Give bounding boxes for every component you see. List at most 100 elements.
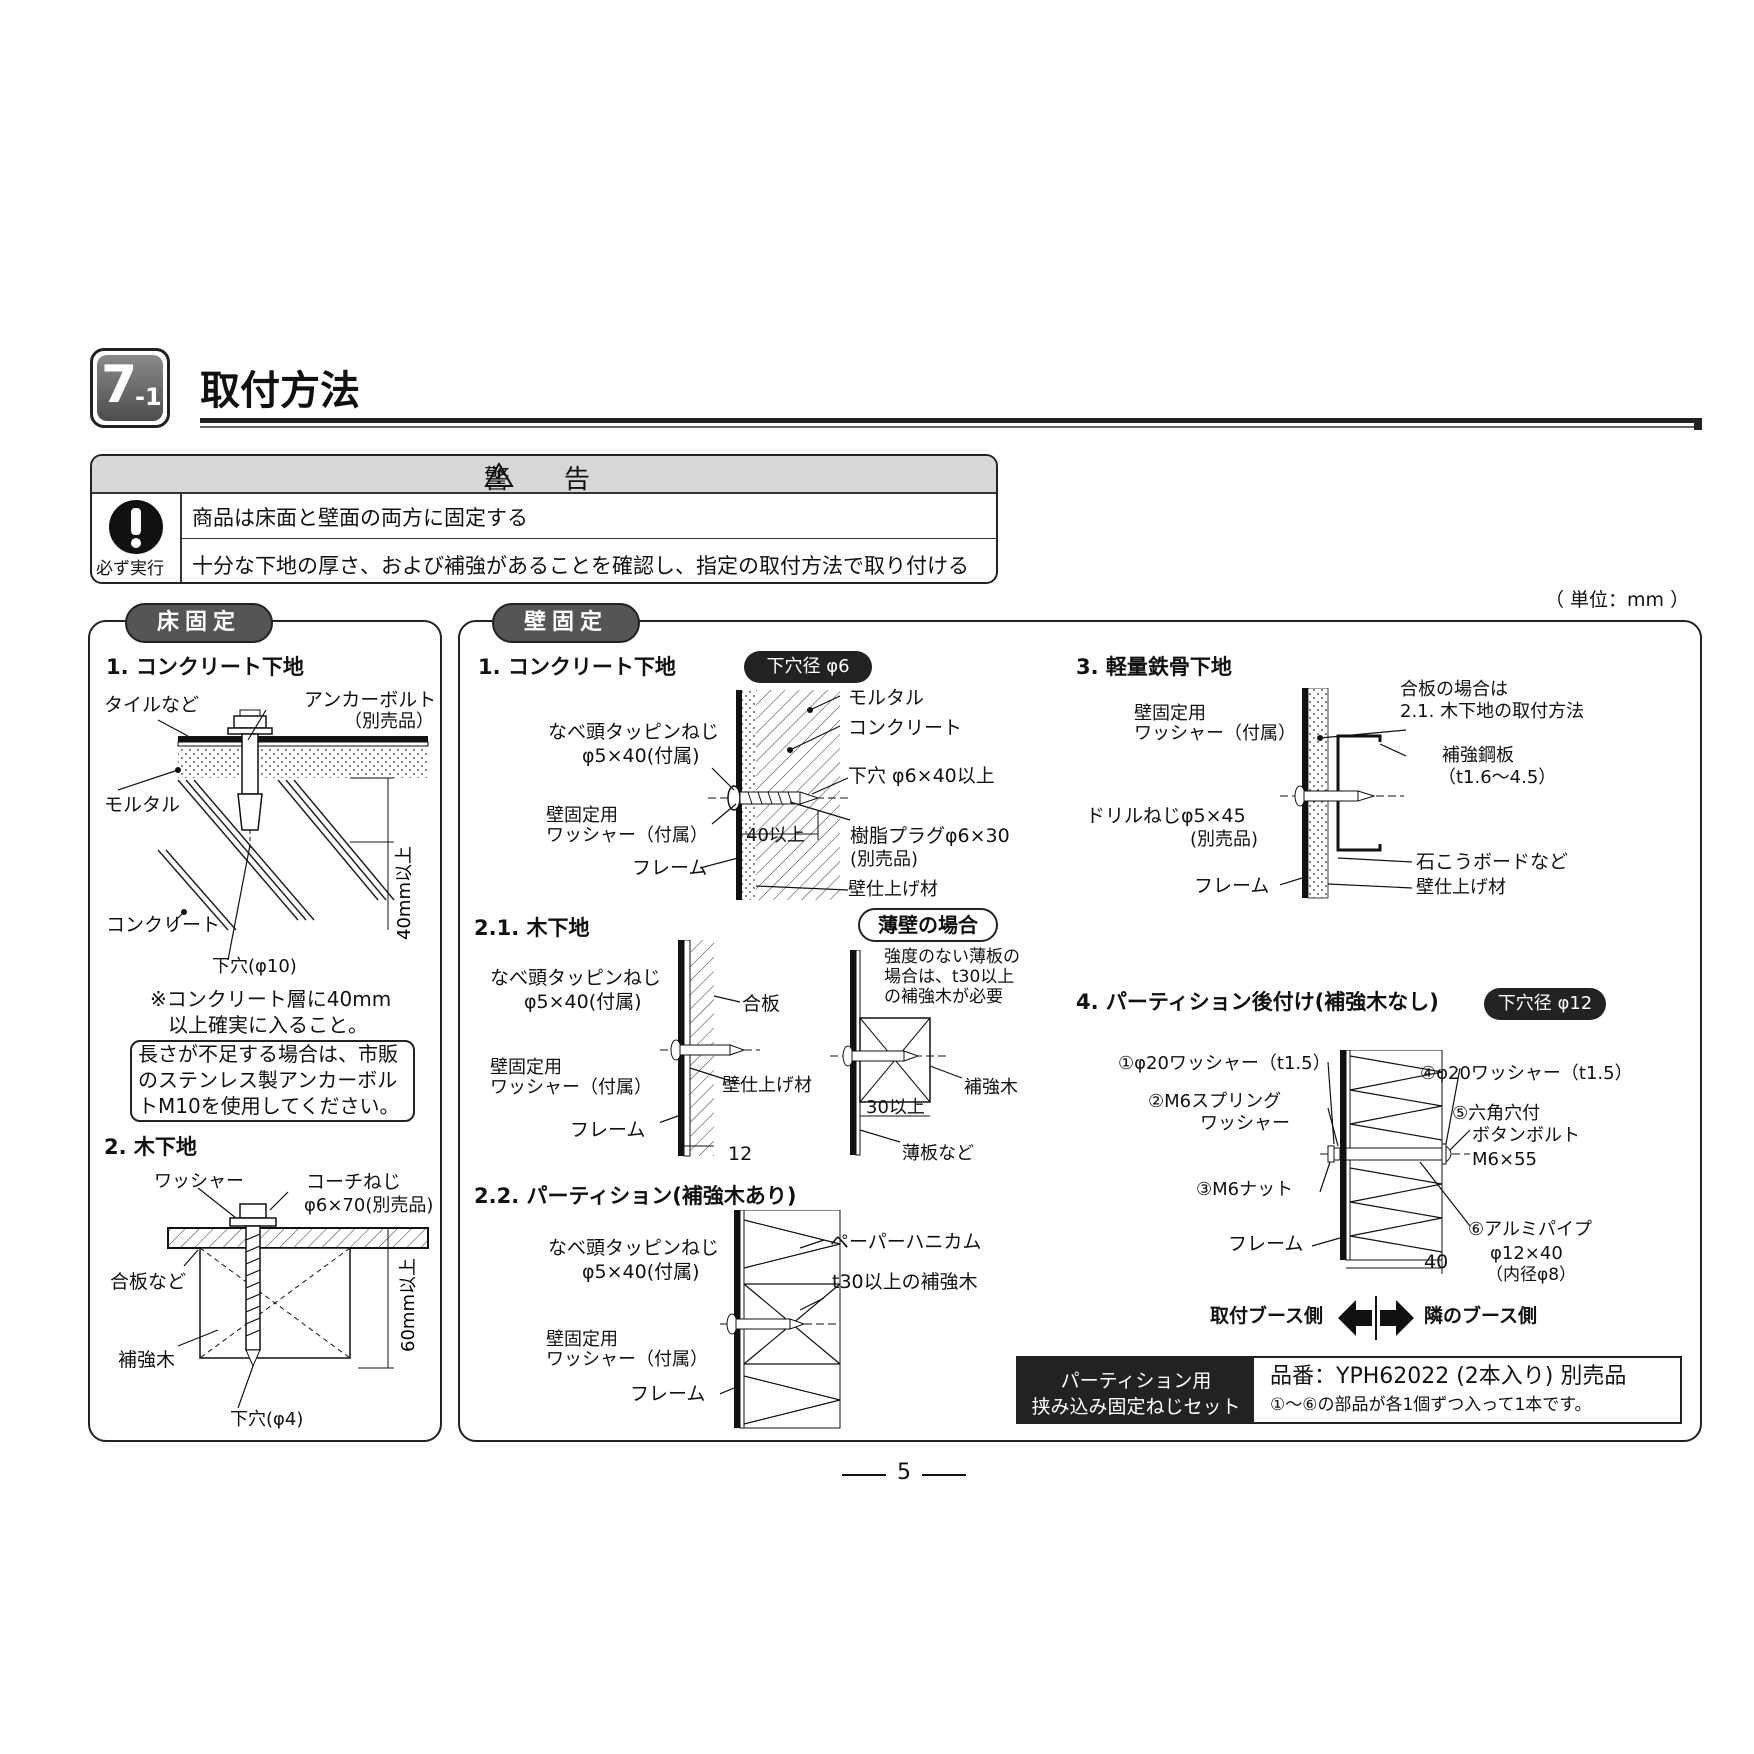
floor-paren-1: 長さが不足する場合は、市販 bbox=[138, 1042, 398, 1066]
warning-title: 警 告 bbox=[483, 465, 604, 495]
drill-screw-label: ドリルねじφ5×45 bbox=[1086, 805, 1246, 827]
floor-concrete-diagram: 40mm以上 bbox=[117, 709, 429, 961]
floor-depth-40: 40mm以上 bbox=[394, 846, 415, 940]
wall-steel-diagram bbox=[1280, 688, 1413, 899]
floor-note-1: ※コンクリート層に40mm bbox=[150, 987, 392, 1011]
thin-dim-30: 30以上 bbox=[866, 1097, 925, 1118]
concrete-label: コンクリート bbox=[106, 914, 221, 936]
anchor-bolt-sold-separately: （別売品） bbox=[344, 711, 434, 732]
reinforce-wood-label: 補強木 bbox=[118, 1349, 176, 1371]
floor-wood-heading: 2. 木下地 bbox=[104, 1135, 197, 1159]
anchor-bolt-label: アンカーボルト bbox=[304, 689, 437, 711]
wall-fix-panel bbox=[458, 620, 1702, 1442]
thin-reinforce-label: 補強木 bbox=[964, 1077, 1018, 1098]
wall-partition-heading: 2.2. パーティション(補強木あり) bbox=[474, 1184, 797, 1208]
part-2-label: ②M6スプリング bbox=[1148, 1091, 1282, 1112]
plug-label: 樹脂プラグφ6×30 bbox=[850, 825, 1010, 847]
wall-partition-diagram bbox=[720, 1210, 841, 1429]
floor-wood-hole: 下穴(φ4) bbox=[230, 1409, 304, 1430]
retrofit-dim-40: 40 bbox=[1424, 1251, 1449, 1273]
thin-board-label: 薄板など bbox=[902, 1143, 974, 1164]
floor-paren-2: のステンレス製アンカーボル bbox=[138, 1068, 398, 1092]
wood-finish-label: 壁仕上げ材 bbox=[722, 1075, 812, 1096]
adjacent-booth-side: 隣のブース側 bbox=[1424, 1305, 1538, 1327]
coach-screw-label: コーチねじ bbox=[306, 1171, 402, 1193]
tapping-screw-size: φ5×40(付属) bbox=[582, 745, 700, 767]
wall-wood-diagram bbox=[660, 940, 760, 1157]
wall-fix-badge: 壁固定 bbox=[492, 603, 640, 643]
warning-icon-cell: 必ず実行 bbox=[92, 492, 182, 582]
floor-paren-3: トM10を使用してください。 bbox=[138, 1094, 400, 1118]
product-contents: ①〜⑥の部品が各1個ずつ入って1本です。 bbox=[1270, 1395, 1592, 1415]
title-rule-thin bbox=[200, 426, 1694, 428]
wall-wood-heading: 2.1. 木下地 bbox=[474, 916, 590, 940]
wood-washer-2: ワッシャー（付属） bbox=[490, 1077, 652, 1098]
product-name-1: パーティション用 bbox=[1060, 1370, 1212, 1392]
tapping-screw-label: なべ頭タッピンねじ bbox=[548, 721, 720, 743]
section-number-badge: 7 -1 bbox=[90, 348, 170, 428]
gypsum-board-label: 石こうボードなど bbox=[1416, 851, 1569, 873]
wall-washer-2: ワッシャー（付属） bbox=[546, 825, 708, 846]
partition-frame-label: フレーム bbox=[630, 1383, 706, 1405]
part-6-label: ⑥アルミパイプ bbox=[1468, 1219, 1592, 1240]
section-subnumber: -1 bbox=[135, 383, 162, 411]
part-6-label-3: （内径φ8） bbox=[1486, 1265, 1577, 1285]
page-dash-left bbox=[842, 1474, 886, 1476]
page-dash-right bbox=[922, 1474, 966, 1476]
thin-note-1: 強度のない薄板の bbox=[884, 947, 1020, 967]
warning-header: 警 告 bbox=[92, 456, 996, 495]
product-name-cell: パーティション用 挟み込み固定ねじセット bbox=[1018, 1358, 1254, 1422]
wood-tapping-screw: なべ頭タッピンねじ bbox=[490, 967, 662, 989]
partition-screw-size: φ5×40(付属) bbox=[582, 1261, 700, 1283]
steel-plate-label: 補強鋼板 bbox=[1442, 745, 1514, 766]
warning-text-1: 商品は床面と壁面の両方に固定する bbox=[192, 506, 528, 530]
wall-retrofit-heading: 4. パーティション後付け(補強木なし) bbox=[1076, 990, 1439, 1014]
steel-washer-1: 壁固定用 bbox=[1134, 703, 1206, 724]
plug-sold-separately: (別売品) bbox=[850, 849, 919, 870]
wood-frame-label: フレーム bbox=[570, 1119, 646, 1141]
wood-washer-1: 壁固定用 bbox=[490, 1057, 562, 1078]
mortar-label: モルタル bbox=[104, 794, 181, 816]
wall-retrofit-diagram bbox=[1311, 1050, 1471, 1274]
section-number: 7 bbox=[101, 355, 138, 415]
wood-tapping-size: φ5×40(付属) bbox=[524, 991, 642, 1013]
floor-hole-label: 下穴(φ10) bbox=[212, 956, 297, 977]
wall-concrete-diagram bbox=[700, 690, 851, 900]
wall-concrete-heading: 1. コンクリート下地 bbox=[478, 655, 676, 679]
part-6-label-2: φ12×40 bbox=[1490, 1243, 1563, 1264]
thin-wall-badge: 薄壁の場合 bbox=[858, 908, 998, 942]
t30-reinforce-label: t30以上の補強木 bbox=[832, 1271, 978, 1293]
wall-washer-1: 壁固定用 bbox=[546, 805, 618, 826]
tile-label: タイルなど bbox=[104, 694, 200, 716]
part-3-label: ③M6ナット bbox=[1196, 1179, 1294, 1200]
exclamation-icon bbox=[109, 500, 163, 554]
product-name-2: 挟み込み固定ねじセット bbox=[1031, 1396, 1241, 1418]
part-4-label: ④φ20ワッシャー（t1.5） bbox=[1420, 1063, 1633, 1084]
wall-hole-label: 下穴 φ6×40以上 bbox=[848, 765, 995, 787]
washer-label: ワッシャー bbox=[154, 1171, 244, 1192]
wood-dim-12: 12 bbox=[728, 1143, 753, 1165]
floor-depth-60: 60mm以上 bbox=[398, 1258, 419, 1352]
coach-screw-size: φ6×70(別売品) bbox=[304, 1195, 434, 1216]
wall-concrete-label: コンクリート bbox=[848, 717, 963, 739]
thin-wall-diagram bbox=[830, 950, 963, 1156]
floor-fix-badge: 床固定 bbox=[125, 603, 273, 643]
page-number: 5 bbox=[897, 1460, 911, 1485]
steel-plywood-note-2: 2.1. 木下地の取付方法 bbox=[1400, 701, 1585, 722]
plywood-label: 合板など bbox=[110, 1271, 187, 1293]
part-2-label-2: ワッシャー bbox=[1200, 1113, 1290, 1134]
part-5-label: ⑤六角穴付 bbox=[1452, 1103, 1541, 1124]
install-booth-side: 取付ブース側 bbox=[1210, 1305, 1324, 1327]
wall-frame-label-1: フレーム bbox=[632, 857, 708, 879]
hole-dia-6-tag: 下穴径 φ6 bbox=[744, 651, 872, 683]
must-do-label: 必ず実行 bbox=[96, 559, 164, 579]
partition-washer-2: ワッシャー（付属） bbox=[546, 1349, 708, 1370]
part-5-label-3: M6×55 bbox=[1472, 1149, 1537, 1170]
wall-mortar-label: モルタル bbox=[848, 687, 925, 709]
steel-plywood-note-1: 合板の場合は bbox=[1400, 679, 1508, 700]
part-1-label: ①φ20ワッシャー（t1.5） bbox=[1118, 1053, 1331, 1074]
drill-screw-sold-separately: (別売品) bbox=[1190, 829, 1259, 850]
floor-wood-diagram: 60mm以上 bbox=[167, 1187, 429, 1409]
retrofit-frame-label: フレーム bbox=[1228, 1233, 1304, 1255]
warning-row-2: 十分な下地の厚さ、および補強があることを確認し、指定の取付方法で取り付ける bbox=[182, 540, 996, 582]
